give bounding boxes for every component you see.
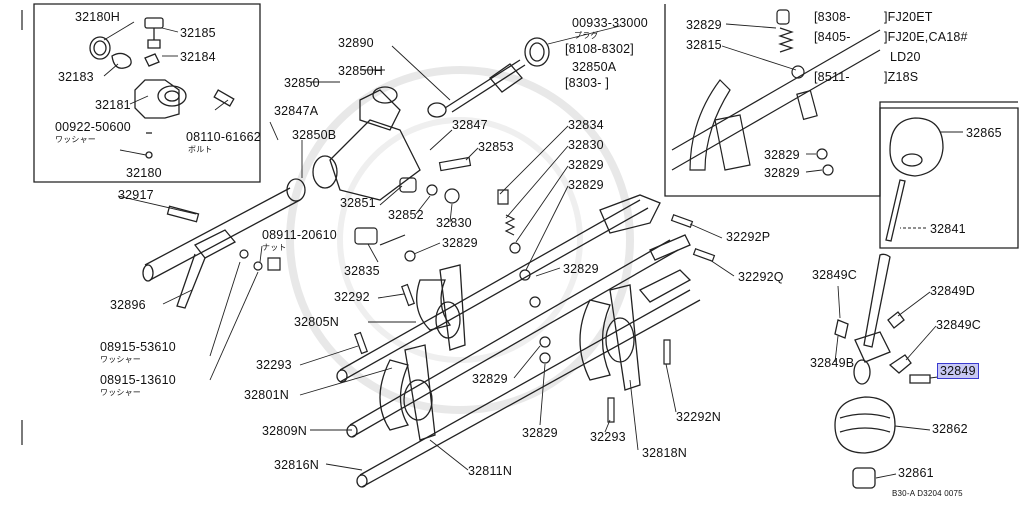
pins: [355, 215, 715, 422]
label-32829-f: 32829: [522, 426, 558, 440]
label-32850A: 32850A: [572, 60, 617, 74]
label-engine-fj20et: ]FJ20ET: [884, 10, 933, 24]
label-range-8511: [8511-: [814, 70, 850, 84]
label-00933-33000: 00933-33000: [572, 16, 648, 30]
label-00922-50600: 00922-50600: [55, 120, 131, 134]
label-32801N: 32801N: [244, 388, 289, 402]
label-32829-c: 32829: [442, 236, 478, 250]
label-32811N: 32811N: [468, 464, 513, 478]
label-32292N: 32292N: [676, 410, 721, 424]
shift-detail-parts: [672, 10, 880, 175]
label-washer-b: ワッシャー: [100, 355, 141, 364]
label-32183: 32183: [58, 70, 94, 84]
label-engine-fj20e-ca18: ]FJ20E,CA18#: [884, 30, 968, 44]
label-reference-code: B30-A D3204 0075: [892, 489, 963, 498]
label-32292: 32292: [334, 290, 370, 304]
shift-forks: [380, 235, 690, 440]
label-32818N: 32818N: [642, 446, 687, 460]
label-32834: 32834: [568, 118, 604, 132]
label-washer-c: ワッシャー: [100, 388, 141, 397]
label-32830-b: 32830: [436, 216, 472, 230]
lever-housing: [143, 87, 420, 308]
label-32852: 32852: [388, 208, 424, 222]
label-range-8308: [8308-: [814, 10, 851, 24]
label-32180: 32180: [126, 166, 162, 180]
label-32181: 32181: [95, 98, 131, 112]
label-32917: 32917: [118, 188, 154, 202]
label-bolt: ボルト: [188, 145, 213, 154]
label-32180H: 32180H: [75, 10, 120, 24]
label-32849D: 32849D: [930, 284, 975, 298]
label-32861: 32861: [898, 466, 934, 480]
control-rod: [428, 38, 549, 117]
label-range-8108-8302: [8108-8302]: [565, 42, 634, 56]
label-32292Q: 32292Q: [738, 270, 784, 284]
label-32853: 32853: [478, 140, 514, 154]
label-range-8405: [8405-: [814, 30, 851, 44]
label-engine-ld20: LD20: [890, 50, 921, 64]
label-08110-61662: 08110-61662: [186, 130, 261, 144]
label-08915-13610: 08915-13610: [100, 373, 176, 387]
label-32292P: 32292P: [726, 230, 771, 244]
label-32809N: 32809N: [262, 424, 307, 438]
label-32293-b: 32293: [590, 430, 626, 444]
label-32185: 32185: [180, 26, 216, 40]
label-32841: 32841: [930, 222, 966, 236]
label-32850H: 32850H: [338, 64, 383, 78]
label-32829-d: 32829: [563, 262, 599, 276]
label-32849C-b: 32849C: [936, 318, 981, 332]
label-32835: 32835: [344, 264, 380, 278]
label-32850: 32850: [284, 76, 320, 90]
label-32850B: 32850B: [292, 128, 337, 142]
label-08911-20610: 08911-20610: [262, 228, 337, 242]
shift-knob-assembly: [835, 118, 943, 488]
label-32849-highlighted[interactable]: 32849: [937, 363, 979, 379]
label-32849B: 32849B: [810, 356, 855, 370]
label-32890: 32890: [338, 36, 374, 50]
label-32829-g: 32829: [686, 18, 722, 32]
label-32293-a: 32293: [256, 358, 292, 372]
label-32851: 32851: [340, 196, 376, 210]
label-32862: 32862: [932, 422, 968, 436]
shift-rails: [337, 195, 700, 487]
label-32847: 32847: [452, 118, 488, 132]
label-32847A: 32847A: [274, 104, 319, 118]
label-32815: 32815: [686, 38, 722, 52]
label-32816N: 32816N: [274, 458, 319, 472]
label-range-8303: [8303- ]: [565, 76, 609, 90]
label-plug: プラグ: [574, 31, 599, 40]
inset-box-knob: [880, 108, 1018, 248]
label-nut: ナット: [262, 243, 287, 252]
small-parts: [240, 157, 550, 363]
inset-box-governor: [34, 4, 260, 182]
label-32849C-a: 32849C: [812, 268, 857, 282]
label-32829-h: 32829: [764, 148, 800, 162]
label-32184: 32184: [180, 50, 216, 64]
label-32829-i: 32829: [764, 166, 800, 180]
label-32865: 32865: [966, 126, 1002, 140]
leader-lines: [104, 22, 963, 478]
label-08915-53610: 08915-53610: [100, 340, 176, 354]
label-32829-a: 32829: [568, 158, 604, 172]
governor-assembly: [90, 18, 234, 158]
label-32830-a: 32830: [568, 138, 604, 152]
label-32829-b: 32829: [568, 178, 604, 192]
label-32896: 32896: [110, 298, 146, 312]
label-washer-a: ワッシャー: [55, 135, 96, 144]
label-engine-z18s: ]Z18S: [884, 70, 919, 84]
label-32829-e: 32829: [472, 372, 508, 386]
label-32805N: 32805N: [294, 315, 339, 329]
